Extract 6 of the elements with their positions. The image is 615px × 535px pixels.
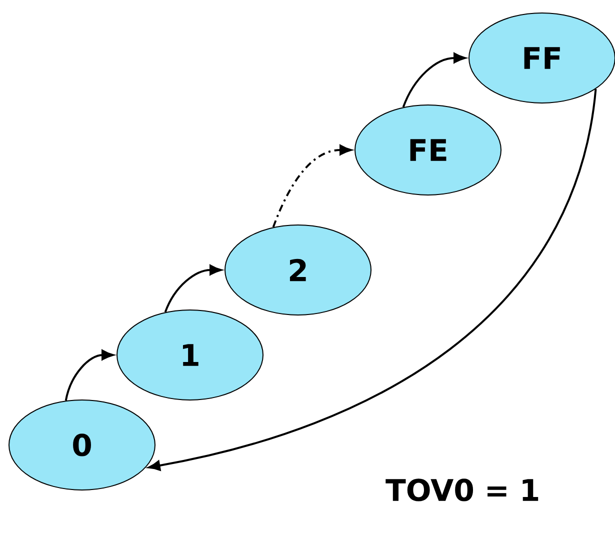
arrow [272,144,352,228]
arrow [402,52,466,108]
edge-label: TOV0 = 1 [386,478,538,502]
arrow [64,350,114,401]
arrow [164,264,222,313]
arrow [148,88,597,471]
